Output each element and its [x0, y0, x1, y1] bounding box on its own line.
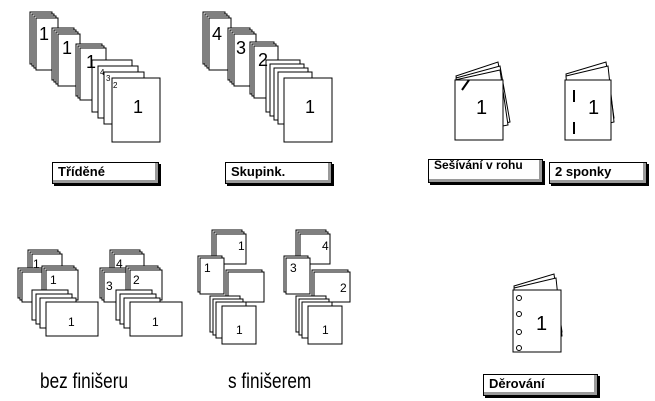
caption-with-finisher: s finišerem	[228, 370, 312, 393]
sorted-button[interactable]: Tříděné	[52, 162, 159, 184]
staple-corner-page-number: 1	[476, 97, 487, 119]
no-finisher-label-b1: 1	[152, 315, 159, 329]
punch-page-number: 1	[536, 313, 547, 335]
grouped-label-4: 4	[212, 24, 222, 44]
with-finisher-label-b2: 2	[340, 281, 347, 295]
sorted-label-7: 1	[133, 97, 143, 117]
grouped-label-2: 2	[258, 50, 268, 70]
sorted-label-2: 1	[62, 38, 72, 58]
staple-corner-button[interactable]: Sešívání v rohu	[428, 159, 543, 183]
punch-illustration	[512, 273, 563, 353]
with-finisher-label-b3: 3	[290, 261, 297, 275]
sorted-label-4: 4	[100, 68, 105, 77]
with-finisher-label-a1: 1	[238, 239, 245, 253]
staple-two-button[interactable]: 2 sponky	[549, 162, 647, 184]
no-finisher-label-a3: 1	[68, 315, 75, 329]
no-finisher-label-b4: 4	[116, 257, 123, 271]
with-finisher-label-a3: 1	[236, 323, 243, 337]
sorted-label-3: 1	[86, 52, 96, 72]
sorted-label-1: 1	[39, 24, 49, 44]
sorted-label-6: 2	[113, 81, 118, 90]
no-finisher-label-a2: 1	[50, 273, 57, 287]
grouped-label-3: 3	[236, 38, 246, 58]
with-finisher-label-b1: 1	[322, 323, 329, 337]
no-finisher-label-b3: 3	[106, 279, 113, 293]
with-finisher-label-b4: 4	[322, 239, 329, 253]
no-finisher-illustration	[17, 249, 183, 337]
with-finisher-label-a2: 1	[204, 261, 211, 275]
staple-two-illustration	[564, 61, 615, 141]
sorted-label-5: 3	[106, 74, 111, 83]
grouped-button[interactable]: Skupink.	[225, 162, 332, 184]
grouped-label-1: 1	[305, 97, 315, 117]
grouped-illustration: 4 3 2 1	[202, 11, 333, 143]
punch-button[interactable]: Děrování	[483, 374, 598, 396]
staple-two-page-number: 1	[588, 97, 599, 119]
no-finisher-label-a1: 1	[33, 257, 40, 271]
staple-corner-illustration	[454, 61, 511, 141]
no-finisher-label-b2: 2	[133, 273, 140, 287]
with-finisher-illustration	[197, 229, 351, 345]
sorted-illustration: 1 1 1 4 3 2 1	[29, 11, 161, 143]
caption-without-finisher: bez finišeru	[40, 370, 129, 393]
